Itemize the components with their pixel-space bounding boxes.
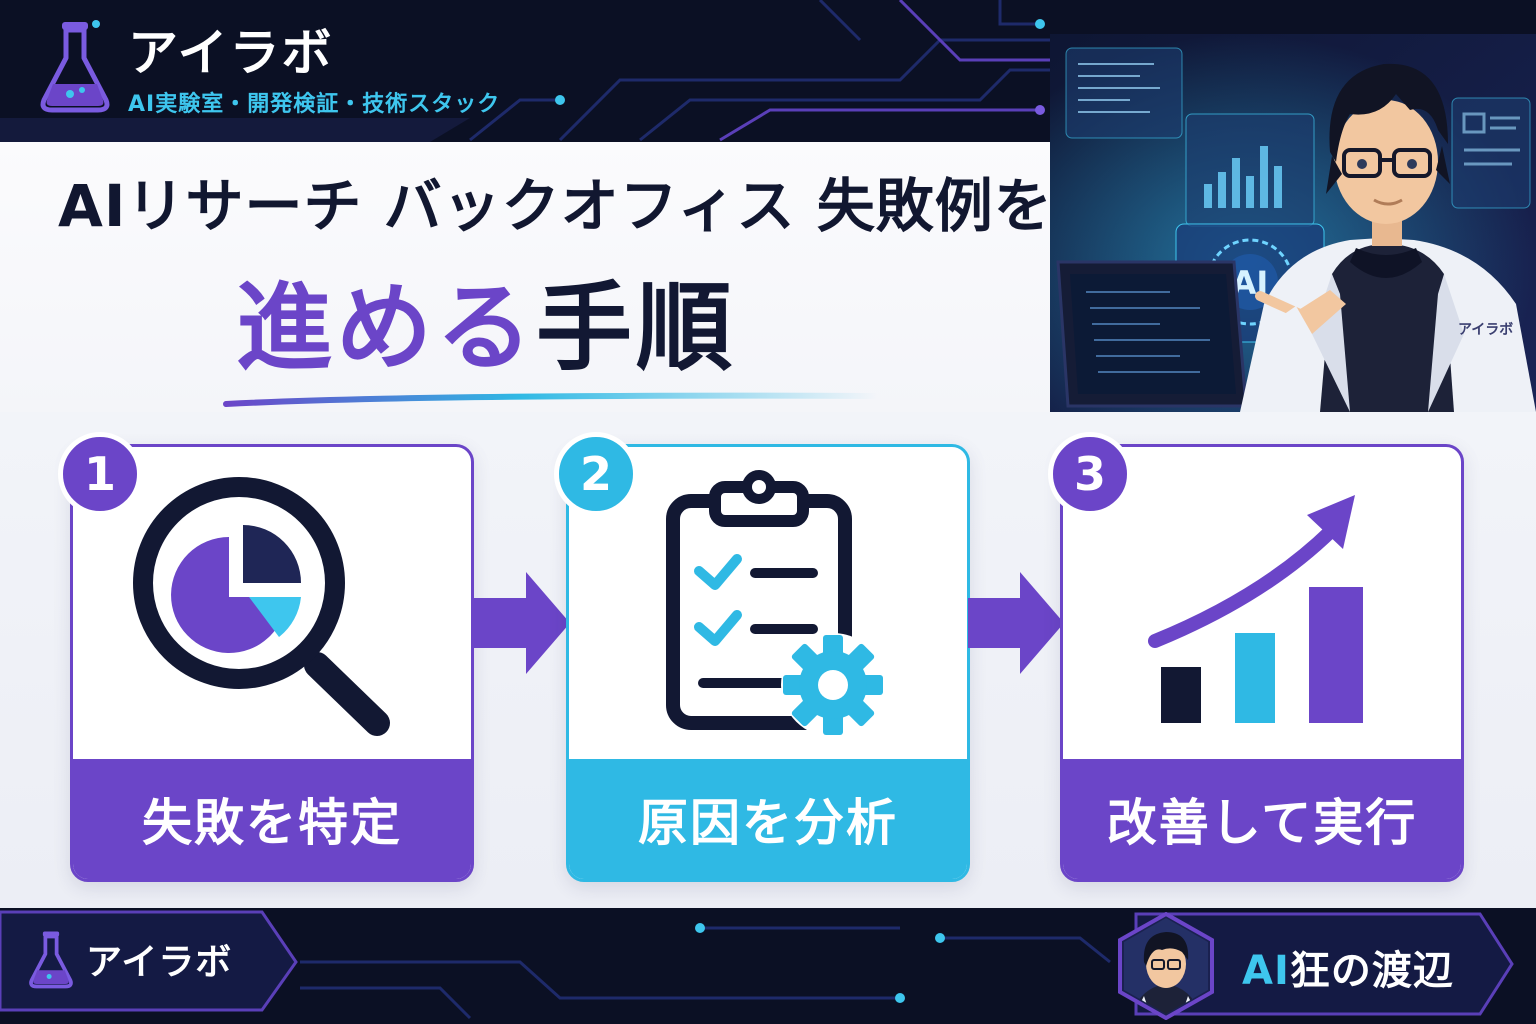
step-label-bar-2: 原因を分析 bbox=[569, 759, 967, 879]
page-title-line2: 進める手順 bbox=[236, 268, 736, 388]
step-card-1[interactable]: 失敗を特定 bbox=[70, 444, 474, 882]
step-badge-2: 2 bbox=[554, 432, 638, 516]
scientist-character: アイラボ bbox=[1240, 63, 1536, 412]
step-badge-3: 3 bbox=[1048, 432, 1132, 516]
hero-illustration: AI アイラボ bbox=[1050, 34, 1536, 412]
step-card-2[interactable]: 原因を分析 bbox=[566, 444, 970, 882]
footer-circuit-decoration bbox=[0, 910, 1514, 1020]
growth-bar-chart-icon bbox=[1148, 495, 1363, 723]
footer-brand-name: アイラボ bbox=[86, 942, 233, 983]
footer-brand[interactable]: アイラボ bbox=[0, 908, 280, 1010]
arrow-right-icon bbox=[474, 572, 570, 674]
arrow-right-icon bbox=[968, 572, 1064, 674]
laptop-icon bbox=[1056, 260, 1248, 408]
step-label-1: 失敗を特定 bbox=[142, 794, 402, 852]
author-name-rest: 狂の渡辺 bbox=[1289, 948, 1454, 994]
step-card-3[interactable]: 改善して実行 bbox=[1060, 444, 1464, 882]
title-underline bbox=[223, 392, 881, 407]
step-badge-1: 1 bbox=[58, 432, 142, 516]
footer-author[interactable]: AI狂の渡辺 bbox=[1110, 908, 1536, 1024]
brand-name: アイラボ bbox=[128, 24, 334, 82]
magnifier-pie-chart-icon bbox=[133, 477, 390, 736]
author-avatar bbox=[1118, 912, 1214, 1020]
flask-icon bbox=[40, 20, 110, 113]
title-rest: 手順 bbox=[536, 272, 736, 384]
page-title-line1: AIリサーチ バックオフィス 失敗例を bbox=[58, 172, 1053, 240]
step-label-3: 改善して実行 bbox=[1106, 794, 1418, 852]
clipboard-checklist-gear-icon bbox=[666, 470, 885, 737]
step-label-bar-1: 失敗を特定 bbox=[73, 759, 471, 879]
flask-icon bbox=[29, 931, 73, 989]
footer-band: アイラボ AI狂の渡辺 bbox=[0, 908, 1536, 1024]
title-highlight: 進める bbox=[236, 272, 536, 384]
brand-tagline: AI実験室・開発検証・技術スタック bbox=[128, 92, 501, 117]
step-label-2: 原因を分析 bbox=[638, 794, 898, 852]
author-name-prefix: AI bbox=[1242, 948, 1290, 994]
coat-badge-text: アイラボ bbox=[1458, 322, 1513, 338]
author-name: AI狂の渡辺 bbox=[1242, 938, 1454, 996]
brand-logo[interactable]: アイラボ AI実験室・開発検証・技術スタック bbox=[36, 18, 500, 118]
step-label-bar-3: 改善して実行 bbox=[1063, 759, 1461, 879]
